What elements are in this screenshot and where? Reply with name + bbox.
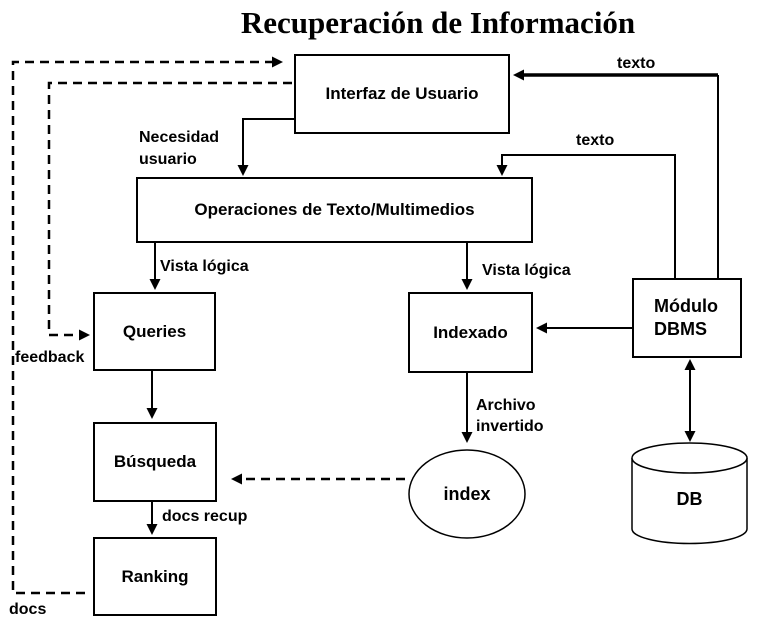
arrowhead-into-interfaz-dashed [272,56,283,68]
node-busqueda: Búsqueda [93,422,217,502]
connector-interfaz-queries-dashed [47,81,292,337]
node-modulo-dbms: Módulo DBMS [632,278,742,358]
arrowhead-into-index-top [461,432,473,443]
node-db-label: DB [676,489,703,509]
node-index-label: index [443,484,491,504]
index-ellipse [408,449,526,539]
edge-label-vista-logica-right: Vista lógica [482,262,571,279]
edge-label-texto-top: texto [617,55,656,72]
node-indexado: Indexado [408,292,533,373]
connector-dbms-operaciones [501,154,676,278]
connector-ranking-interfaz-dashed [11,60,272,595]
arrowhead-into-indexado-top [461,279,473,290]
arrowhead-into-busqueda-dashed [231,473,242,485]
diagram-title: Recuperación de Información [240,5,636,40]
node-modulo-label-line1: Módulo [654,296,718,316]
arrowhead-into-db-top [684,431,696,442]
node-busqueda-label: Búsqueda [113,452,197,471]
node-interfaz-label: Interfaz de Usuario [325,84,479,103]
edge-label-archivo-line2: invertido [476,418,544,435]
edge-label-necesidad-usuario: Necesidad usuario [139,127,219,171]
node-interfaz-de-usuario: Interfaz de Usuario [294,54,510,134]
arrowhead-into-busqueda-top [146,408,158,419]
node-queries-label: Queries [122,321,187,341]
arrowhead-into-indexado-right [536,322,547,334]
edge-label-archivo-line1: Archivo [476,397,536,414]
arrowhead-into-operaciones-texto [496,165,508,176]
arrowhead-into-dbms-bottom [684,359,696,370]
edge-label-archivo-invertido: Archivo invertido [476,395,544,437]
node-ranking-label: Ranking [121,566,189,586]
arrowhead-into-operaciones-left [237,165,249,176]
edge-label-necesidad-line1: Necesidad [139,129,220,146]
node-indexado-label: Indexado [433,322,508,342]
node-ranking: Ranking [93,537,217,616]
arrowhead-into-ranking-top [146,524,158,535]
db-cylinder [631,442,748,545]
node-operaciones-texto-multimedios: Operaciones de Texto/Multimedios [136,177,533,243]
node-operaciones-label: Operaciones de Texto/Multimedios [194,200,475,219]
connector-interfaz-operaciones [242,118,294,167]
node-queries: Queries [93,292,216,371]
arrowhead-into-queries-dashed [79,329,90,341]
edge-label-vista-logica-left: Vista lógica [160,258,249,275]
node-modulo-label-line2: DBMS [654,319,707,339]
arrowhead-into-queries-top [149,279,161,290]
edge-label-texto-mid: texto [576,132,615,149]
arrowhead-into-interfaz-texto [513,69,524,81]
edge-label-docs: docs [9,601,47,618]
edge-label-necesidad-line2: usuario [139,151,197,168]
edge-label-docs-recup: docs recup [162,508,248,525]
edge-label-feedback: feedback [15,349,85,366]
